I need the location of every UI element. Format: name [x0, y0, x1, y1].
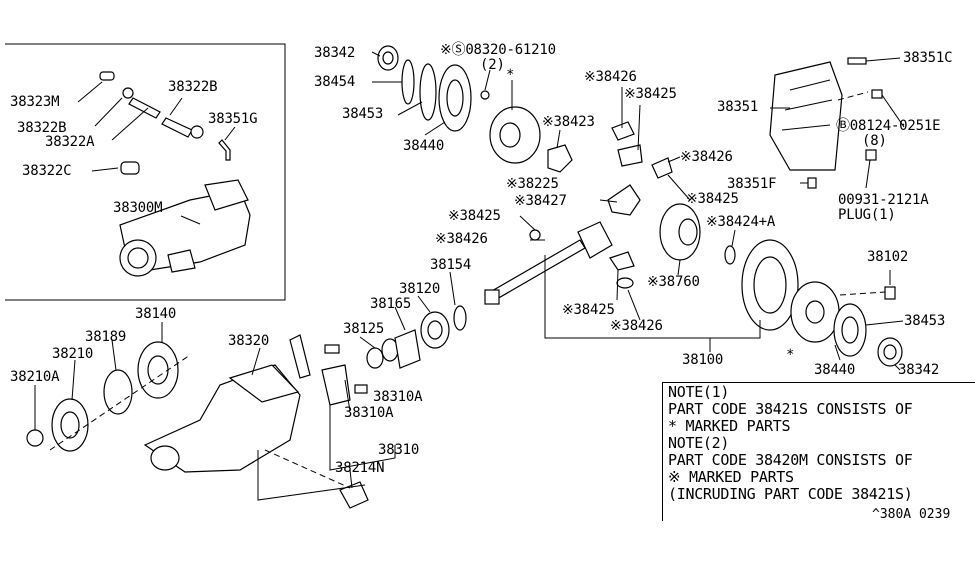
- part-label-00931-2121A: 00931-2121A: [838, 192, 929, 208]
- star-mark-b: *: [786, 347, 795, 363]
- part-label-38425-d: ※38425: [562, 302, 615, 318]
- part-label-38320: 38320: [228, 333, 270, 349]
- part-label-38342-bottom: 38342: [898, 362, 940, 378]
- part-label-38140: 38140: [135, 306, 177, 322]
- part-label-38214N: 38214N: [335, 460, 385, 476]
- part-label-38440-top: 38440: [403, 138, 445, 154]
- part-label-38322A: 38322A: [45, 134, 95, 150]
- part-label-38351: 38351: [717, 99, 759, 115]
- note-1-title: NOTE(1): [668, 383, 730, 401]
- part-label-38425-a: ※38425: [624, 86, 677, 102]
- drive-pinion: [484, 221, 613, 305]
- part-label-08320-61210: ※Ⓢ08320-61210: [440, 42, 556, 58]
- note-2-line-3: (INCRUDING PART CODE 38421S): [668, 485, 913, 503]
- inset-frame: [5, 43, 286, 301]
- side-gears-pinions: [529, 121, 736, 289]
- part-label-38323M: 38323M: [10, 94, 60, 110]
- part-label-38342-top: 38342: [314, 45, 356, 61]
- part-label-plug: PLUG(1): [838, 207, 896, 223]
- side-bearing-group: [790, 281, 903, 367]
- part-label-38210A: 38210A: [10, 369, 60, 385]
- part-label-08320-qty: (2): [480, 57, 505, 73]
- part-label-38453-bottom: 38453: [904, 313, 946, 329]
- part-label-38425-c: ※38425: [686, 191, 739, 207]
- part-label-08124-0251E: Ⓑ08124-0251E: [836, 118, 941, 134]
- part-label-38423: ※38423: [542, 114, 595, 130]
- part-label-38426-a: ※38426: [584, 69, 637, 85]
- part-label-38225: ※38225: [506, 176, 559, 192]
- part-label-38125: 38125: [343, 321, 385, 337]
- note-1-line-2: * MARKED PARTS: [668, 417, 791, 435]
- differential-assembly-small: [119, 179, 251, 277]
- part-label-38424A: ※38424+A: [706, 214, 776, 230]
- part-label-38351G: 38351G: [208, 111, 258, 127]
- part-label-38322B-left: 38322B: [17, 120, 67, 136]
- part-label-38425-b: ※38425: [448, 208, 501, 224]
- part-label-38310A-a: 38310A: [373, 389, 423, 405]
- note-2-line-2: ※ MARKED PARTS: [668, 468, 794, 486]
- gear-carrier-housing: [143, 334, 369, 509]
- part-label-38426-c: ※38426: [680, 149, 733, 165]
- pointer-lines: [34, 51, 905, 501]
- part-label-38322B-top: 38322B: [168, 79, 218, 95]
- part-label-08124-qty: (8): [862, 133, 887, 149]
- part-label-38102: 38102: [867, 249, 909, 265]
- part-label-38454: 38454: [314, 74, 356, 90]
- part-label-38210: 38210: [52, 346, 94, 362]
- part-label-38427: ※38427: [514, 193, 567, 209]
- part-label-38310A-b: 38310A: [344, 405, 394, 421]
- note-2-title: NOTE(2): [668, 434, 730, 452]
- differential-case: [489, 80, 541, 164]
- diagram-reference-code: ^380A 0239: [872, 507, 951, 522]
- part-label-38300M: 38300M: [113, 200, 163, 216]
- rear-cover-assembly: [769, 57, 883, 189]
- star-mark-a: *: [506, 67, 515, 83]
- pinion-shaft-bearings: [366, 305, 467, 369]
- part-label-38426-d: ※38426: [610, 318, 663, 334]
- notes-box: [662, 382, 975, 521]
- part-label-38100: 38100: [682, 352, 724, 368]
- ring-gear: [741, 239, 799, 331]
- part-label-38120: 38120: [399, 281, 441, 297]
- part-label-38189: 38189: [85, 329, 127, 345]
- part-label-38351F: 38351F: [727, 176, 777, 192]
- part-label-38426-b: ※38426: [435, 231, 488, 247]
- companion-flange-group: [26, 341, 191, 452]
- part-label-38322C: 38322C: [22, 163, 72, 179]
- part-label-38310: 38310: [378, 442, 420, 458]
- part-label-38760: ※38760: [647, 274, 700, 290]
- note-1-line-1: PART CODE 38421S CONSISTS OF: [668, 400, 913, 418]
- part-label-38351C: 38351C: [903, 50, 953, 66]
- pinion-bearing-group: [377, 45, 490, 132]
- part-label-38440-bottom: 38440: [814, 362, 856, 378]
- part-label-38154: 38154: [430, 257, 472, 273]
- breather-hose-assembly: [99, 71, 231, 175]
- bearing-38760: [659, 203, 701, 261]
- part-label-38165: 38165: [370, 296, 412, 312]
- note-2-line-1: PART CODE 38420M CONSISTS OF: [668, 451, 913, 469]
- part-label-38453-top: 38453: [342, 106, 384, 122]
